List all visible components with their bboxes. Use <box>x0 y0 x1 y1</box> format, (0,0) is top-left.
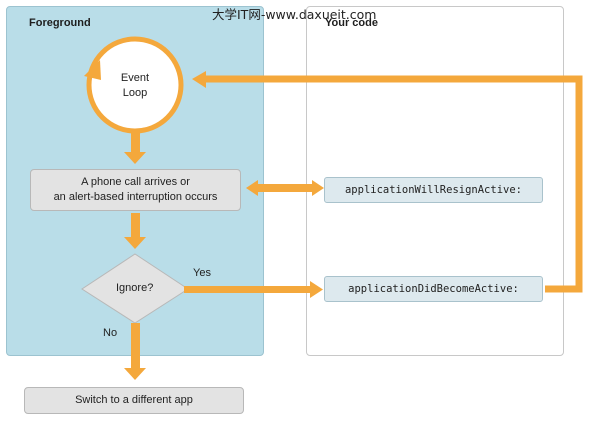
double-arrow-head-left <box>246 180 258 196</box>
switch-app-box: Switch to a different app <box>24 387 244 414</box>
arrow-shaft-2 <box>131 213 140 238</box>
return-arrow-head <box>192 71 206 88</box>
yes-label: Yes <box>193 267 211 279</box>
arrow-shaft-1 <box>131 131 140 153</box>
no-label: No <box>103 327 118 339</box>
arrow-head-no <box>124 368 146 380</box>
watermark: 大学IT网-www.daxueit.com <box>212 7 377 22</box>
will-resign-active-box: applicationWillResignActive: <box>324 177 543 203</box>
will-resign-active-label: applicationWillResignActive: <box>344 184 522 196</box>
interruption-label: A phone call arrives or an alert-based i… <box>53 176 218 203</box>
did-become-active-box: applicationDidBecomeActive: <box>324 276 543 302</box>
decision-label: Ignore? <box>116 282 154 294</box>
did-become-active-label: applicationDidBecomeActive: <box>348 283 519 295</box>
return-arrow-line <box>203 75 583 293</box>
double-arrow-head-right <box>312 180 324 196</box>
arrow-head-2 <box>124 237 146 249</box>
foreground-title: Foreground <box>29 17 91 29</box>
double-arrow-shaft <box>256 184 314 192</box>
arrow-head-yes <box>310 281 323 298</box>
interruption-box: A phone call arrives or an alert-based i… <box>30 169 241 211</box>
arrow-shaft-yes <box>184 286 312 293</box>
arrow-shaft-no <box>131 323 140 369</box>
event-loop-arrowhead <box>84 60 101 80</box>
your-code-title: Your code <box>325 17 378 29</box>
arrow-head-1 <box>124 152 146 164</box>
event-loop-label: Event Loop <box>120 72 150 99</box>
switch-app-label: Switch to a different app <box>75 394 193 406</box>
event-loop-fill <box>91 41 179 129</box>
